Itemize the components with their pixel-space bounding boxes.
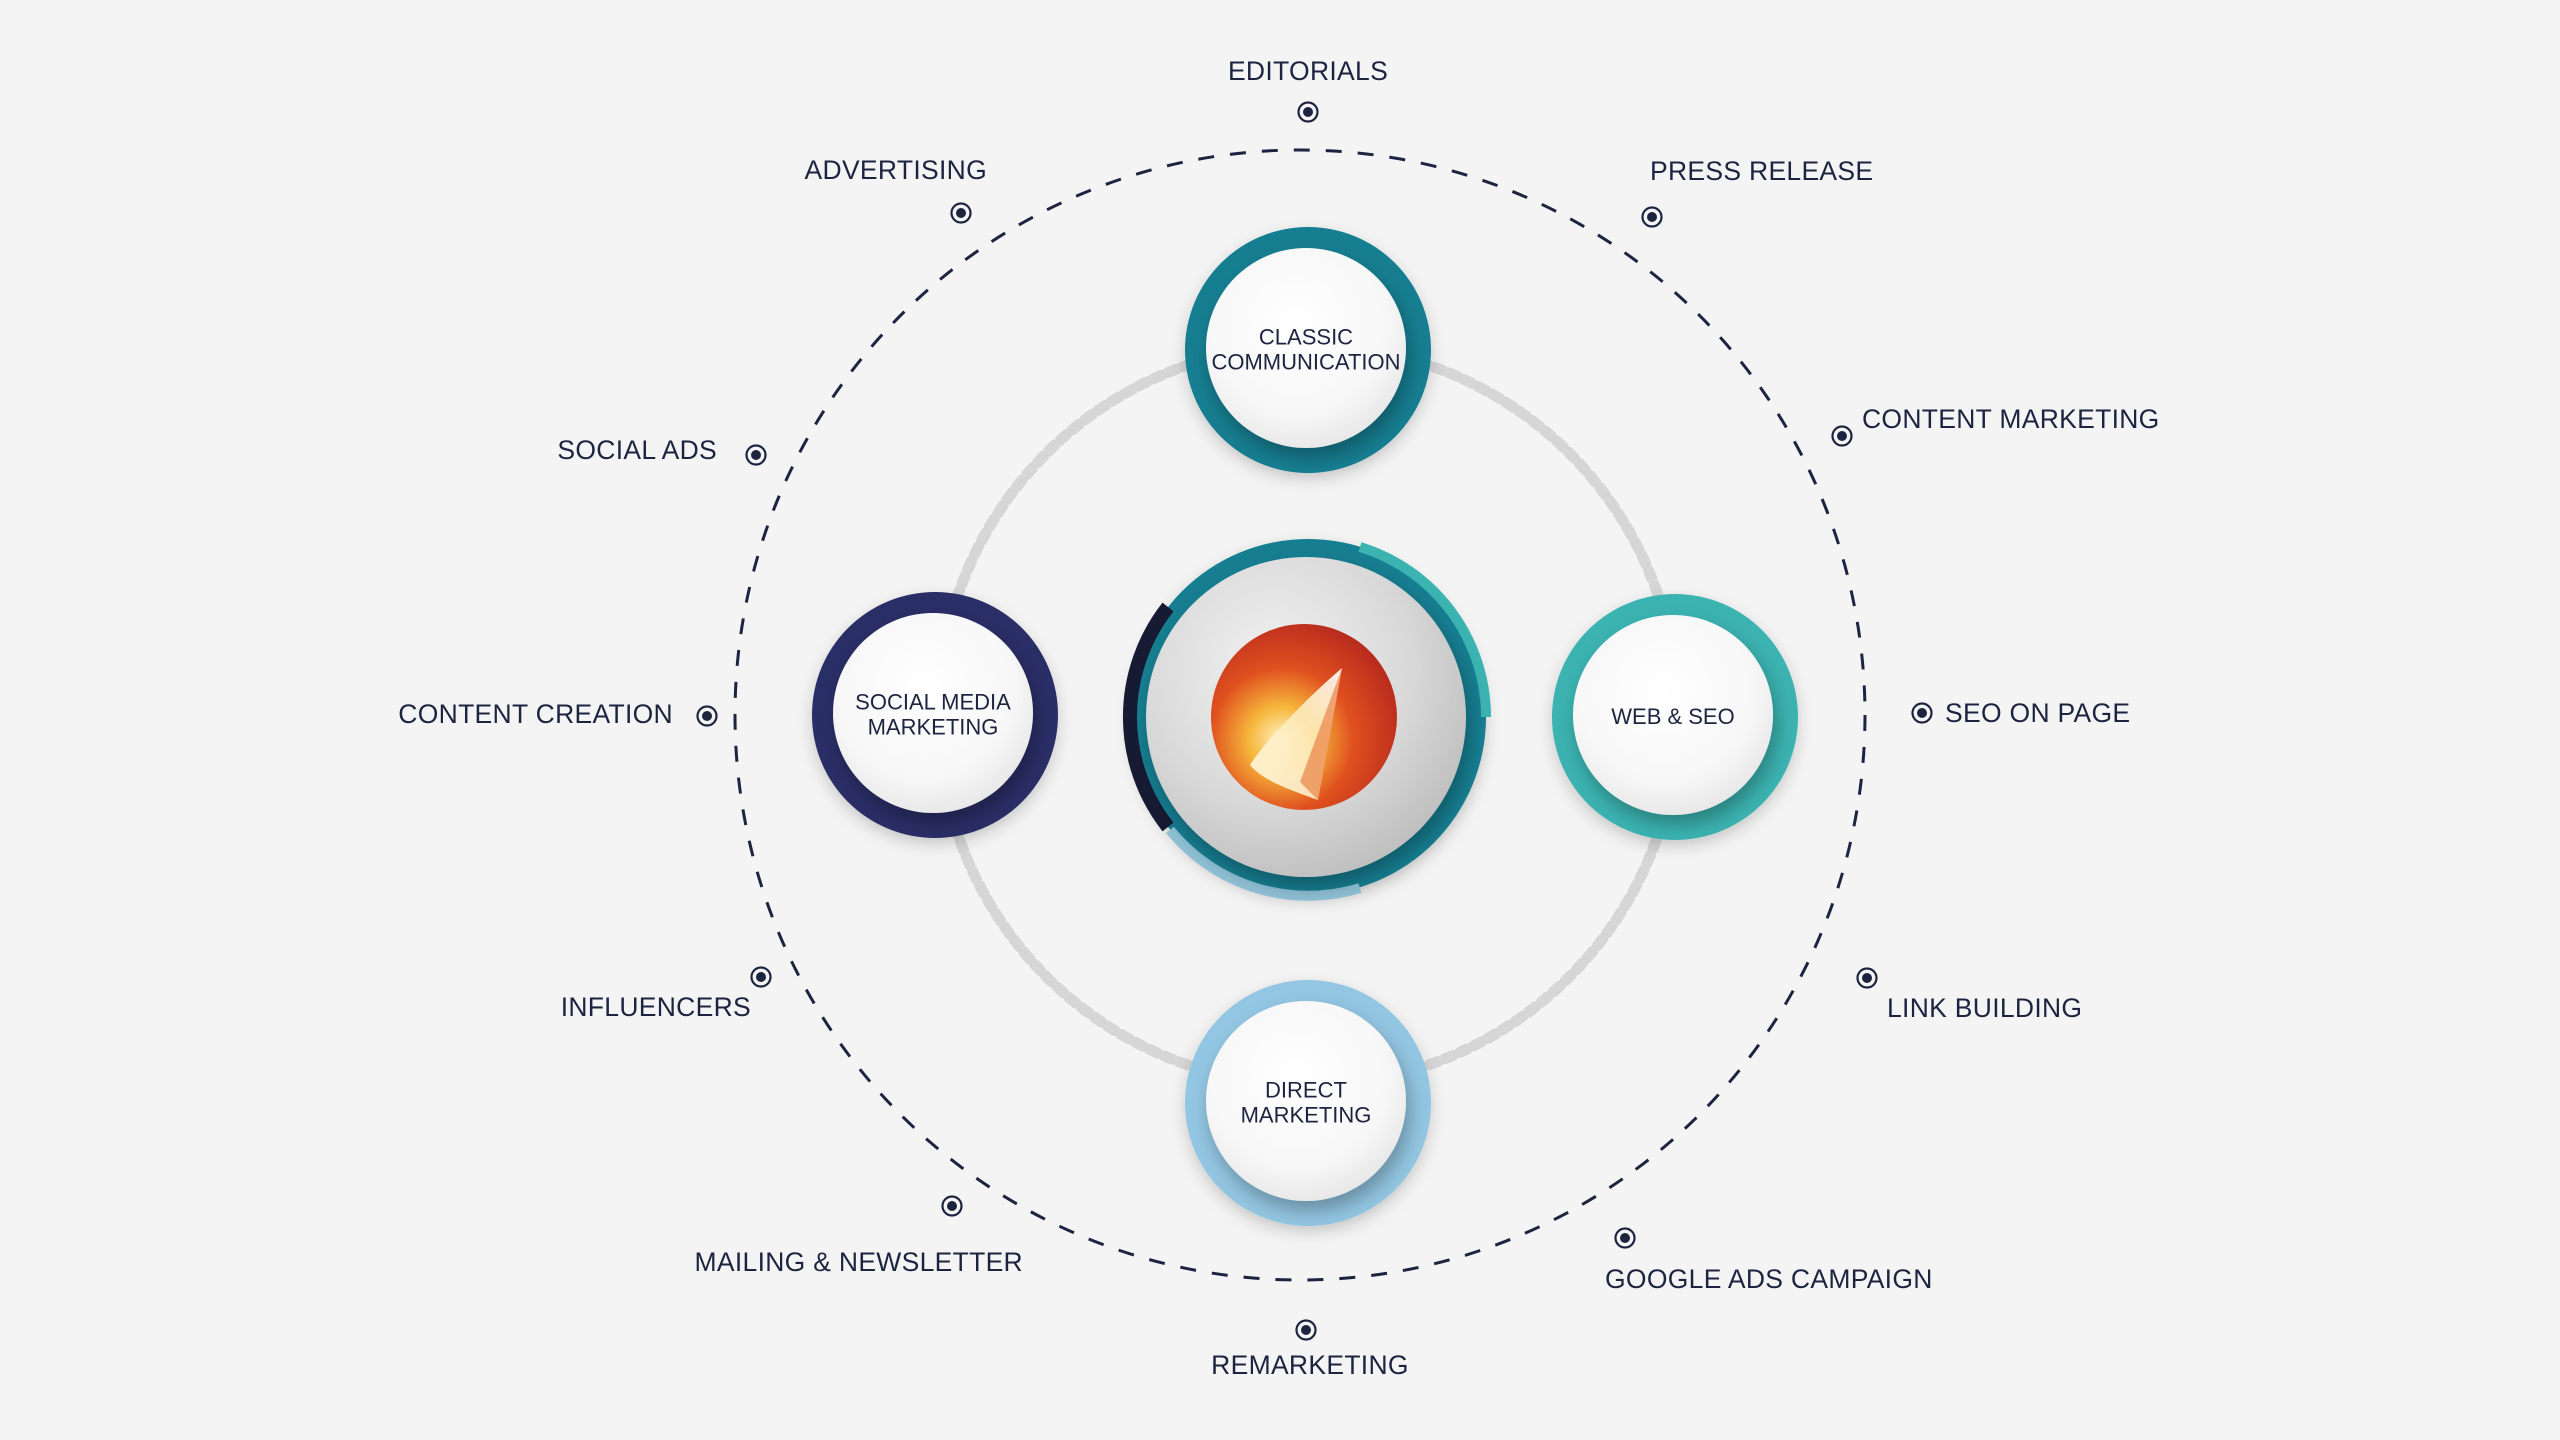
social-label-line-1: SOCIAL MEDIA	[855, 690, 1011, 715]
social-ads-label: SOCIAL ADS	[557, 435, 717, 465]
content-creation-label: CONTENT CREATION	[398, 699, 673, 729]
center-ring-segment-light	[1358, 542, 1491, 718]
influencers-label: INFLUENCERS	[561, 992, 751, 1022]
link-building-bullet-dot	[1862, 973, 1872, 983]
google-ads-campaign-bullet-dot	[1620, 1233, 1630, 1243]
node-web-seo[interactable]: WEB & SEO	[1552, 594, 1798, 840]
web-disc	[1573, 615, 1773, 815]
outer-orbit	[733, 148, 1867, 1282]
outer-item-seo-on-page: SEO ON PAGE	[1911, 698, 2130, 728]
remarketing-label: REMARKETING	[1211, 1350, 1409, 1380]
google-ads-campaign-label: GOOGLE ADS CAMPAIGN	[1605, 1264, 1933, 1294]
outer-item-remarketing: REMARKETING	[1211, 1319, 1409, 1380]
link-building-label: LINK BUILDING	[1887, 993, 2082, 1023]
seo-on-page-bullet-dot	[1917, 708, 1927, 718]
social-ads-bullet-dot	[751, 450, 761, 460]
classic-label-line-2: COMMUNICATION	[1211, 350, 1400, 375]
outer-item-link-building: LINK BUILDING	[1856, 967, 2082, 1023]
content-creation-bullet-dot	[702, 711, 712, 721]
advertising-bullet-dot	[956, 208, 966, 218]
social-label-line-2: MARKETING	[868, 715, 999, 740]
content-marketing-bullet-dot	[1837, 431, 1847, 441]
center-hub	[1122, 539, 1491, 901]
outer-item-social-ads: SOCIAL ADS	[557, 435, 767, 466]
social-disc	[833, 613, 1033, 813]
outer-item-advertising: ADVERTISING	[805, 155, 987, 224]
classic-label-line-1: CLASSIC	[1259, 325, 1353, 350]
classic-disc	[1206, 248, 1406, 448]
mailing-newsletter-label: MAILING & NEWSLETTER	[695, 1247, 1023, 1277]
remarketing-bullet-dot	[1301, 1325, 1311, 1335]
outer-item-editorials: EDITORIALS	[1228, 56, 1388, 123]
seo-on-page-label: SEO ON PAGE	[1945, 698, 2130, 728]
direct-label-line-1: DIRECT	[1265, 1078, 1347, 1103]
press-release-bullet-dot	[1647, 212, 1657, 222]
direct-disc	[1206, 1001, 1406, 1201]
logo-arrow-shadow	[1300, 668, 1342, 800]
editorials-bullet-dot	[1303, 107, 1313, 117]
mailing-newsletter-bullet-dot	[947, 1201, 957, 1211]
web-label-line-1: WEB & SEO	[1611, 704, 1734, 729]
content-marketing-label: CONTENT MARKETING	[1862, 404, 2160, 434]
center-ring-segment-pale	[1166, 826, 1362, 901]
editorials-label: EDITORIALS	[1228, 56, 1388, 86]
influencers-bullet-dot	[756, 972, 766, 982]
outer-items: EDITORIALS PRESS RELEASE CONTENT MARKETING…	[398, 56, 2159, 1380]
direct-label-line-2: MARKETING	[1241, 1103, 1372, 1128]
center-ring-segment-dark	[1122, 602, 1174, 832]
outer-item-mailing-newsletter: MAILING & NEWSLETTER	[695, 1195, 1023, 1277]
outer-item-content-marketing: CONTENT MARKETING	[1831, 404, 2160, 447]
advertising-label: ADVERTISING	[805, 155, 987, 185]
press-release-label: PRESS RELEASE	[1650, 156, 1873, 186]
outer-item-press-release: PRESS RELEASE	[1641, 156, 1873, 228]
outer-item-google-ads-campaign: GOOGLE ADS CAMPAIGN	[1605, 1227, 1933, 1294]
outer-item-content-creation: CONTENT CREATION	[398, 699, 718, 729]
outer-item-influencers: INFLUENCERS	[561, 966, 772, 1022]
